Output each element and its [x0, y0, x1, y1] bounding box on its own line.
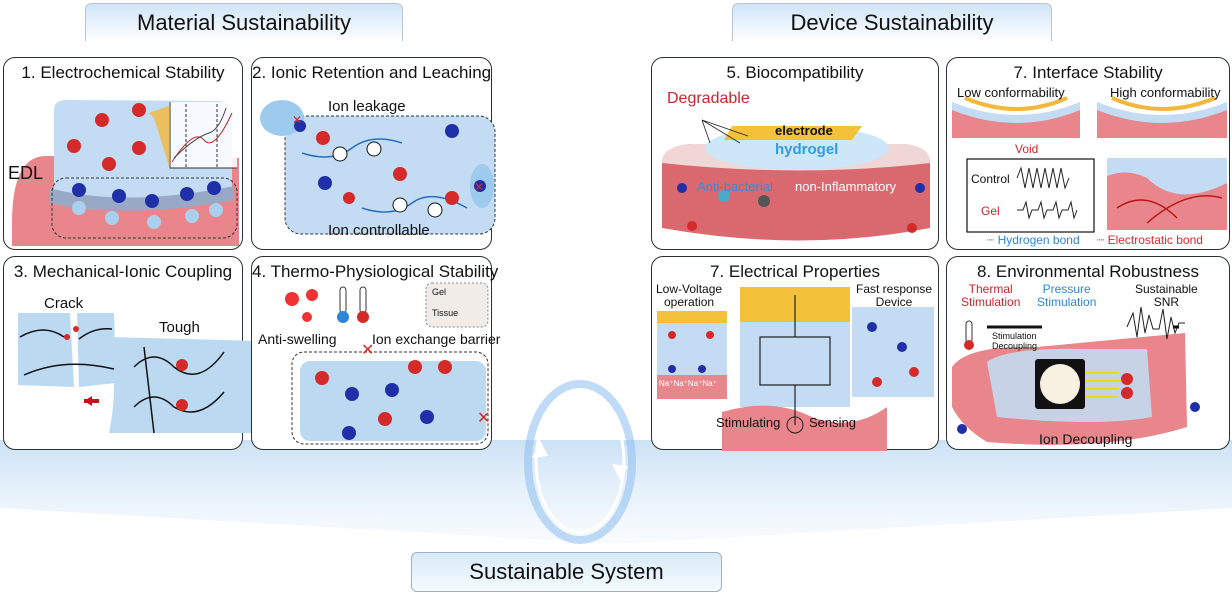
ion-exchange-barrier-label: Ion exchange barrier [372, 331, 501, 347]
circuit-illustration [657, 287, 934, 451]
blocked-x-icon: ✕ [292, 113, 302, 127]
biocompatibility-illustration [662, 119, 930, 241]
panel-title: 2. Ionic Retention and Leaching [252, 63, 492, 82]
panel-title: 5. Biocompatibility [726, 63, 864, 82]
sensing-label: Sensing [809, 415, 856, 430]
thermometer-cold-icon [337, 286, 349, 323]
gel-label: Gel [432, 287, 447, 297]
snr-line2: SNR [1153, 295, 1180, 309]
stimulating-label: Stimulating [716, 415, 781, 430]
bacteria-icon [718, 190, 730, 202]
cv-curve-inset [149, 102, 237, 169]
anti-bacterial-label: Anti-bacterial [697, 179, 773, 194]
panel-electrochemical-stability: 1. Electrochemical Stability EDL [3, 57, 243, 250]
panel-mechanical-ionic-coupling: 3. Mechanical-Ionic Coupling Crack Tough [3, 256, 276, 450]
hydrogel-label: hydrogel [775, 141, 839, 158]
ac-source-icon [786, 416, 804, 434]
edl-label: EDL [8, 163, 44, 183]
funnel-background [0, 440, 1232, 544]
circuit-diagram [759, 295, 831, 425]
ion-leakage-label: Ion leakage [328, 98, 406, 115]
anti-swelling-label: Anti-swelling [258, 331, 337, 347]
hydrogen-bond-legend: ┈ Hydrogen bond [987, 233, 1080, 247]
pressure-line2: Stimulation [1037, 295, 1097, 309]
tough-label: Tough [159, 319, 200, 336]
device-sustainability-header: Device Sustainability [732, 3, 1052, 41]
svg-text:✕: ✕ [361, 342, 374, 359]
decoupling-line2: Decoupling [992, 341, 1038, 351]
panel-title: 1. Electrochemical Stability [21, 63, 225, 82]
anion-icon [72, 181, 221, 208]
interface-illustration [952, 96, 1227, 233]
material-sustainability-header: Material Sustainability [85, 3, 403, 41]
pressure-line1: Pressure [1042, 282, 1091, 296]
sustainable-system-label: Sustainable System [469, 559, 664, 584]
low-conformability-label: Low conformability [957, 85, 1065, 100]
panel-biocompatibility: 5. Biocompatibility Degradable electrode… [651, 57, 939, 250]
low-voltage-line1: Low-Voltage [656, 282, 723, 296]
material-sustainability-title: Material Sustainability [137, 9, 351, 35]
electrostatic-bond-legend: ┈ Electrostatic bond [1097, 233, 1203, 247]
gel-signal-trace [1017, 200, 1078, 220]
water-molecule-icon [285, 289, 318, 322]
degradable-label: Degradable [667, 90, 750, 107]
control-signal-trace [1016, 166, 1070, 190]
crack-label: Crack [44, 295, 84, 312]
signal-comparison-box [966, 158, 1095, 233]
panel-title: 8. Environmental Robustness [976, 262, 1200, 281]
cation-icon [67, 103, 146, 171]
thermal-line1: Thermal [968, 282, 1013, 296]
gel-label: Gel [981, 204, 1000, 218]
fast-response-line1: Fast response [856, 282, 933, 296]
panel-title: 7. Electrical Properties [709, 262, 881, 281]
tissue-substrate [722, 405, 887, 451]
electrode-label: electrode [775, 123, 833, 138]
tissue-label: Tissue [432, 308, 459, 318]
ion-decoupling-label: Ion Decoupling [1039, 431, 1133, 447]
ion-retention-illustration: ✕ ✕ [260, 100, 496, 235]
fast-response-line2: Device [875, 295, 913, 309]
ion-controllable-label: Ion controllable [328, 222, 430, 239]
panel-title: 4. Thermo-Physiological Stability [252, 262, 499, 281]
thermometer-icon [964, 320, 974, 350]
robustness-illustration [952, 306, 1200, 445]
high-conformability-label: High conformability [1110, 85, 1221, 100]
sodium-ions-label: Na⁺Na⁺Na⁺Na⁺ [659, 379, 717, 388]
edl-illustration [12, 100, 239, 246]
panel-interface-stability: 7. Interface Stability Low conformabilit… [946, 57, 1230, 250]
panel-ionic-retention: 2. Ionic Retention and Leaching ✕ ✕ Ion … [251, 57, 496, 250]
non-inflammatory-label: non-Inflammatory [795, 179, 897, 194]
panel-title: 3. Mechanical-Ionic Coupling [13, 262, 233, 281]
device-sustainability-title: Device Sustainability [790, 9, 994, 35]
panel-thermo-physiological-stability: 4. Thermo-Physiological Stability ✕ ✕ Ge… [251, 256, 500, 450]
hydrogen-bond-label: Hydrogen bond [997, 233, 1080, 247]
snr-signal-trace [1126, 306, 1185, 340]
thermometer-hot-icon [357, 286, 369, 323]
counter-ion-icon [72, 201, 223, 229]
electrode-icon [724, 126, 862, 140]
thermal-line2: Stimulation [961, 295, 1021, 309]
panel-title: 7. Interface Stability [1013, 63, 1163, 82]
decoupling-line1: Stimulation [992, 331, 1037, 341]
snr-line1: Sustainable [1135, 282, 1198, 296]
svg-text:✕: ✕ [474, 180, 484, 194]
void-label: Void [1015, 142, 1039, 156]
thermo-illustration: ✕ ✕ [285, 282, 490, 445]
svg-text:✕: ✕ [477, 410, 490, 427]
network-illustration [18, 313, 276, 434]
sustainable-system-box: Sustainable System [411, 552, 722, 592]
cycle-arrows-icon [524, 380, 636, 544]
control-label: Control [971, 172, 1010, 186]
gel-tissue-inset [425, 282, 489, 328]
low-voltage-line2: operation [664, 295, 715, 309]
electrostatic-bond-label: Electrostatic bond [1107, 233, 1203, 247]
